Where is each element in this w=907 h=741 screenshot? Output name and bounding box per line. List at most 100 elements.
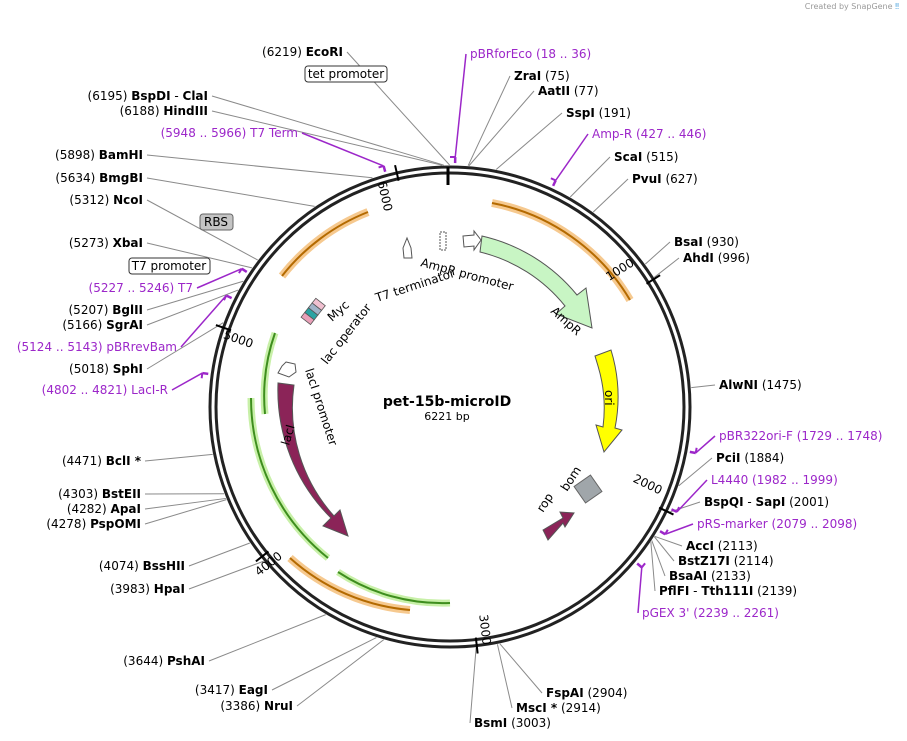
site-position: (5166) xyxy=(62,318,106,332)
site-label: (5634) BmgBI xyxy=(55,171,143,185)
primer-name: pBR322ori-F xyxy=(719,429,793,443)
primer-name: T7 xyxy=(177,281,193,295)
site-leader xyxy=(188,560,264,590)
primer-label: L4440 (1982 .. 1999) xyxy=(711,473,838,487)
site-leader xyxy=(467,75,511,166)
primer-range: (2239 .. 2261) xyxy=(689,606,779,620)
tick-mark xyxy=(394,164,400,181)
site-leader xyxy=(569,156,611,198)
site-position: (2914) xyxy=(557,701,601,715)
site-label: BsaAI (2133) xyxy=(669,569,751,583)
primer-leader xyxy=(664,523,694,535)
site-name: PspOMI xyxy=(90,517,141,531)
site-leader xyxy=(495,112,563,170)
primer-leader xyxy=(171,372,203,391)
primer-range: (427 .. 446) xyxy=(632,127,706,141)
site-name: PvuI xyxy=(632,172,662,186)
primer-label: (4802 .. 4821) LacI-R xyxy=(42,383,168,397)
primer-name: LacI-R xyxy=(131,383,168,397)
site-position: (515) xyxy=(642,150,678,164)
site-leader xyxy=(651,540,666,577)
primer-label: pRS-marker (2079 .. 2098) xyxy=(697,517,857,531)
site-separator: - xyxy=(171,89,183,103)
primer-mark-bar xyxy=(694,447,698,454)
primer-label: pGEX 3' (2239 .. 2261) xyxy=(642,606,779,620)
primer-leader xyxy=(637,567,643,614)
primer-mark-bar xyxy=(378,165,384,169)
site-leader xyxy=(271,637,377,691)
site-position: (3983) xyxy=(110,582,154,596)
primer-mark-bar xyxy=(664,529,669,535)
primer-name: pBRforEco xyxy=(470,47,532,61)
site-leader xyxy=(499,643,543,694)
site-label: AlwNI (1475) xyxy=(719,378,802,392)
site-label: ScaI (515) xyxy=(614,150,678,164)
primer-range: (1982 .. 1999) xyxy=(748,473,838,487)
site-position: (4303) xyxy=(58,487,102,501)
feature-label-rop: rop xyxy=(534,491,556,515)
site-label: AccI (2113) xyxy=(686,539,758,553)
site-label: FspAI (2904) xyxy=(546,686,627,700)
site-separator: - xyxy=(689,584,701,598)
feature-label-laci-promoter: lacI promoter xyxy=(302,367,340,448)
site-leader xyxy=(146,177,315,207)
site-leader xyxy=(654,535,683,547)
site-position: (6195) xyxy=(88,89,132,103)
site-leader xyxy=(678,457,713,487)
site-name: AccI xyxy=(686,539,714,553)
site-name: SgrAI xyxy=(106,318,143,332)
site-leader xyxy=(469,647,477,724)
plasmid-size: 6221 bp xyxy=(424,410,469,423)
site-position: (5634) xyxy=(55,171,99,185)
site-label: MscI * (2914) xyxy=(516,701,601,715)
site-leader xyxy=(144,499,227,525)
primer-leader xyxy=(676,479,708,513)
tet-promoter-box: tet promoter xyxy=(304,65,388,83)
hatched-feature xyxy=(439,231,447,251)
site-label: AhdI (996) xyxy=(683,251,750,265)
site-position: (5898) xyxy=(55,148,99,162)
primer-range: (5948 .. 5966) xyxy=(161,126,251,140)
site-name: ClaI xyxy=(183,89,208,103)
site-label: (4282) ApaI xyxy=(67,502,141,516)
primer-label: (5948 .. 5966) T7 Term xyxy=(161,126,298,140)
site-position: (4282) xyxy=(67,502,111,516)
tick-mark xyxy=(255,550,270,563)
site-label: SspI (191) xyxy=(566,106,631,120)
orange-arc-3-core xyxy=(289,557,411,611)
site-label: AatII (77) xyxy=(538,84,599,98)
site-name: BglII xyxy=(112,303,143,317)
site-position: (3386) xyxy=(220,699,264,713)
site-label: (6219) EcoRI xyxy=(262,45,343,59)
site-position: (5273) xyxy=(69,236,113,250)
snapgene-logo-icon: ‼ xyxy=(895,2,899,11)
orange-arc-1-core xyxy=(491,202,631,301)
primer-mark-bar xyxy=(238,268,243,274)
site-position: (2113) xyxy=(714,539,758,553)
site-leader xyxy=(654,257,680,278)
site-name: BsmI xyxy=(474,716,507,730)
laci-arrow xyxy=(277,382,349,537)
tick-mark xyxy=(215,324,232,332)
site-name: SphI xyxy=(113,362,143,376)
site-position: (3003) xyxy=(507,716,551,730)
ampr-arrow xyxy=(479,235,593,329)
site-name: NcoI xyxy=(113,193,143,207)
green-arc-lower-core xyxy=(337,571,451,605)
site-name: SspI xyxy=(566,106,595,120)
site-name: AatII xyxy=(538,84,570,98)
site-name: HpaI xyxy=(154,582,185,596)
backbone-inner xyxy=(214,171,686,643)
site-name: MscI * xyxy=(516,701,558,715)
primer-name: T7 Term xyxy=(249,126,298,140)
myc-lac-operator-cluster xyxy=(300,297,326,326)
ori-arrow xyxy=(594,349,623,454)
site-position: (1475) xyxy=(758,378,802,392)
primer-label: pBR322ori-F (1729 .. 1748) xyxy=(719,429,882,443)
site-leader xyxy=(146,280,244,311)
site-name: AhdI xyxy=(683,251,714,265)
site-leader xyxy=(188,542,251,567)
site-position: (5312) xyxy=(69,193,113,207)
primer-name: L4440 xyxy=(711,473,748,487)
site-label: PflFI - Tth111I (2139) xyxy=(659,584,797,598)
